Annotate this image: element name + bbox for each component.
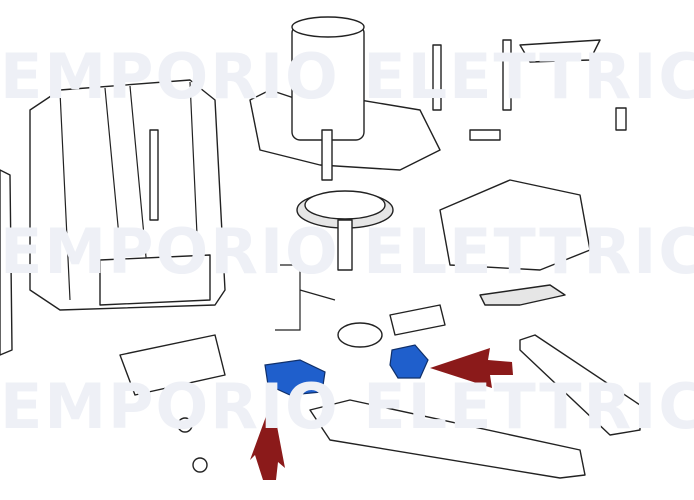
limit-switch-assembly: [275, 264, 336, 331]
bracket: [479, 284, 566, 306]
arrow-left-icon: [430, 348, 513, 388]
highlighted-limit-cam-right: [389, 344, 429, 379]
worm-shaft: [389, 304, 446, 336]
base-plate: [439, 179, 591, 271]
side-panel: [0, 169, 13, 356]
curved-arm: [519, 334, 641, 436]
housing-cover: [29, 79, 226, 311]
key: [192, 457, 208, 473]
gear: [296, 190, 394, 271]
bolt: [432, 44, 442, 111]
motor: [249, 16, 441, 181]
pin: [615, 107, 627, 131]
straight-arm: [309, 399, 586, 479]
highlighted-limit-cam-left: [264, 359, 326, 396]
release-lock: [119, 334, 226, 396]
pinion: [337, 322, 383, 348]
bracket: [519, 39, 601, 63]
arrow-up-icon: [250, 400, 285, 480]
pin: [469, 129, 501, 141]
key: [177, 417, 193, 433]
bolt: [502, 39, 512, 111]
